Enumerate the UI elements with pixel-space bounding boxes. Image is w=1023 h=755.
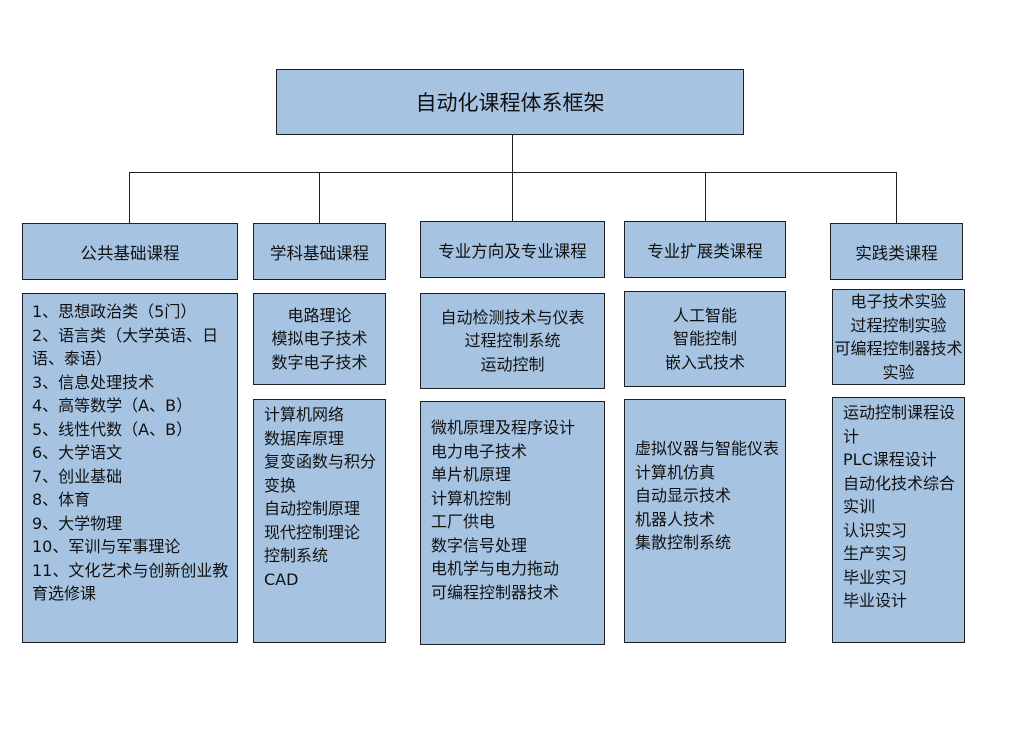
course-list-discipline-core: 电路理论 模拟电子技术 数字电子技术 (253, 293, 386, 385)
course-item: 过程控制实验 (850, 315, 947, 335)
connector-discipline (319, 172, 320, 223)
category-title: 实践类课程 (855, 243, 938, 263)
course-item: 7、创业基础 (32, 466, 123, 486)
category-title: 学科基础课程 (270, 243, 369, 263)
course-list-practice-labs: 电子技术实验 过程控制实验 可编程控制器技术实验 (832, 289, 965, 385)
course-item: 4、高等数学（A、B） (32, 396, 193, 415)
course-list-extension-other: 虚拟仪器与智能仪表 计算机仿真 自动显示技术 机器人技术 集散控制系统 (624, 399, 786, 643)
course-item: 控制系统 (264, 546, 329, 565)
connector-public (129, 172, 130, 223)
course-item: 2、语言类（大学英语、日语、泰语） (32, 325, 219, 369)
course-item: 微机原理及程序设计 (431, 418, 576, 437)
course-list-major-direction: 自动检测技术与仪表 过程控制系统 运动控制 (420, 293, 605, 389)
connector-root-down (512, 135, 513, 172)
connector-major (512, 172, 513, 221)
course-item: 集散控制系统 (635, 533, 732, 552)
course-item: 人工智能 (672, 305, 737, 325)
category-title: 专业方向及专业课程 (438, 241, 587, 261)
course-item: 现代控制理论 (264, 522, 361, 542)
course-item: 3、信息处理技术 (32, 372, 155, 392)
course-item: 认识实习 (843, 520, 908, 540)
course-item: 单片机原理 (431, 465, 512, 484)
course-item: 运动控制课程设计 (843, 403, 956, 446)
course-item: 嵌入式技术 (664, 352, 745, 372)
course-item: 虚拟仪器与智能仪表 (635, 439, 780, 458)
category-header-major: 专业方向及专业课程 (420, 221, 605, 278)
course-item: 5、线性代数（A、B） (32, 419, 193, 439)
connector-practice (896, 172, 897, 223)
course-item: 1、思想政治类（5门） (32, 302, 197, 321)
category-header-practice: 实践类课程 (830, 223, 963, 280)
connector-extension (705, 172, 706, 221)
course-list-public: 1、思想政治类（5门） 2、语言类（大学英语、日语、泰语） 3、信息处理技术 4… (22, 293, 238, 643)
category-header-discipline: 学科基础课程 (253, 223, 386, 280)
course-item: 计算机控制 (431, 488, 512, 508)
category-header-public: 公共基础课程 (22, 223, 238, 280)
course-item: 机器人技术 (635, 509, 716, 529)
course-item: 自动显示技术 (635, 486, 732, 505)
course-item: 毕业实习 (843, 567, 908, 587)
course-item: 10、军训与军事理论 (32, 537, 181, 556)
course-item: 数字电子技术 (271, 352, 368, 372)
course-item: 11、文化艺术与创新创业教育选修课 (32, 560, 229, 604)
course-item: 自动检测技术与仪表 (440, 307, 585, 327)
course-item: 电子技术实验 (850, 292, 947, 311)
course-item: 电机学与电力拖动 (431, 559, 560, 578)
course-item: 数据库原理 (264, 428, 345, 448)
course-item: 生产实习 (843, 544, 908, 563)
category-header-extension: 专业扩展类课程 (624, 221, 786, 278)
root-box: 自动化课程体系框架 (276, 69, 744, 135)
course-item: CAD (264, 569, 299, 589)
course-list-major-core: 微机原理及程序设计 电力电子技术 单片机原理 计算机控制 工厂供电 数字信号处理… (420, 401, 605, 645)
course-item: 自动化技术综合实训 (843, 473, 956, 517)
course-item: 工厂供电 (431, 512, 496, 531)
course-list-discipline-other: 计算机网络 数据库原理 复变函数与积分变换 自动控制原理 现代控制理论 控制系统… (253, 399, 386, 643)
course-item: 计算机网络 (264, 405, 345, 424)
course-item: 可编程控制器技术 (431, 582, 560, 602)
course-list-extension-core: 人工智能 智能控制 嵌入式技术 (624, 291, 786, 387)
course-list-practice-other: 运动控制课程设计 PLC课程设计 自动化技术综合实训 认识实习 生产实习 毕业实… (832, 397, 965, 643)
course-item: 毕业设计 (843, 591, 908, 610)
course-item: 复变函数与积分变换 (264, 452, 377, 495)
category-title: 公共基础课程 (80, 243, 180, 263)
root-title: 自动化课程体系框架 (415, 91, 605, 115)
course-item: PLC课程设计 (843, 450, 937, 469)
course-item: 过程控制系统 (464, 331, 561, 351)
course-item: 6、大学语文 (32, 443, 123, 462)
course-item: 电路理论 (287, 305, 352, 325)
course-item: 模拟电子技术 (271, 329, 368, 349)
course-item: 9、大学物理 (32, 513, 123, 533)
course-item: 计算机仿真 (635, 462, 716, 482)
course-item: 自动控制原理 (264, 499, 361, 518)
course-item: 8、体育 (32, 490, 91, 509)
course-item: 数字信号处理 (431, 535, 528, 555)
connector-horizontal (129, 172, 897, 173)
course-item: 电力电子技术 (431, 441, 528, 461)
course-item: 可编程控制器技术实验 (834, 339, 963, 382)
course-item: 智能控制 (672, 329, 737, 349)
course-item: 运动控制 (480, 354, 545, 374)
category-title: 专业扩展类课程 (647, 241, 763, 261)
